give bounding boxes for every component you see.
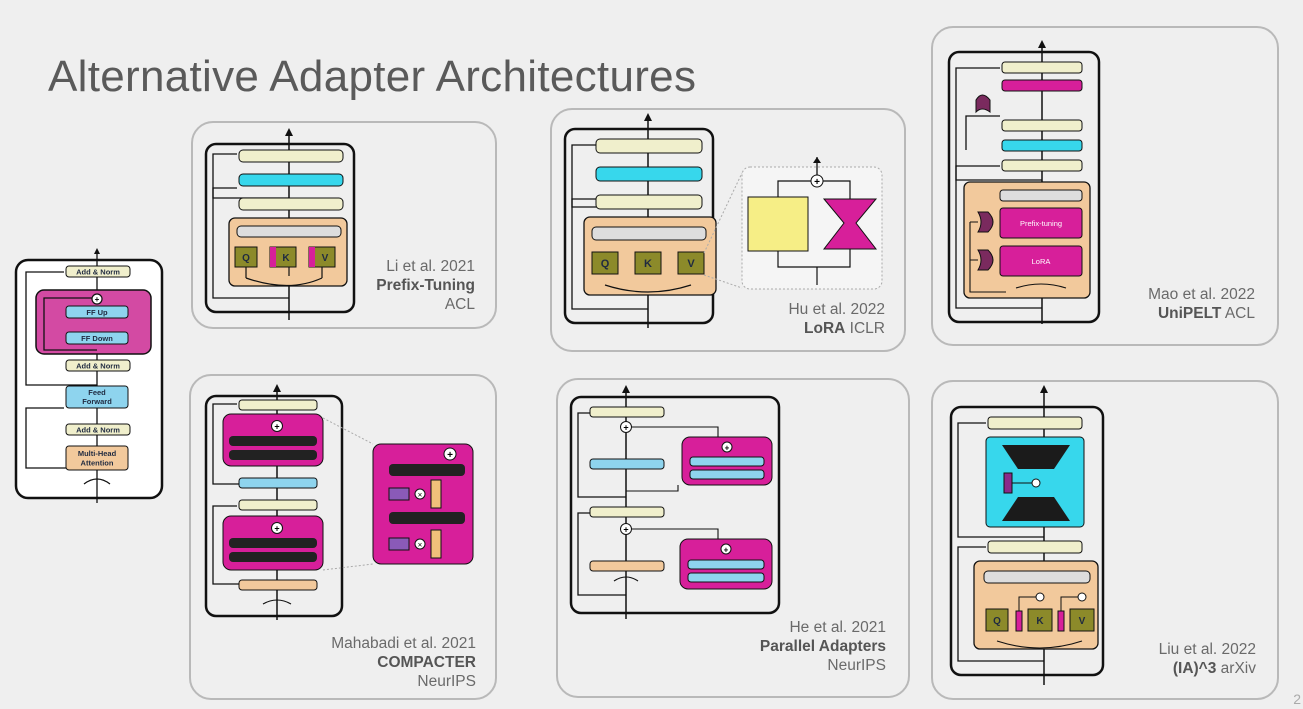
prefix-author: Li et al. 2021 [386,258,475,275]
unipelt-author: Mao et al. 2022 [1148,286,1255,303]
ff-up-label: FF Up [86,308,108,317]
parallel-method: Parallel Adapters [759,638,886,655]
ia3-v-label: V [1079,616,1086,627]
lora-venue: ICLR [849,320,885,337]
ia3-method: (IA)^3 [1172,660,1217,677]
svg-text:+: + [447,450,453,461]
svg-text:×: × [418,541,423,550]
mha-box [65,445,129,471]
ia3-diagram: Q K V [949,385,1105,685]
svg-text:+: + [623,525,628,535]
caption-ia3: Liu et al. 2022 (IA)^3 arXiv [1100,640,1256,678]
svg-text:+: + [725,444,730,453]
prefix-tuning-diagram: Q K V [204,128,356,320]
parallel-author: He et al. 2021 [789,619,886,636]
svg-text:+: + [814,177,820,188]
page-number: 2 [1293,691,1301,707]
prefix-v-label: V [322,253,329,264]
lora-author: Hu et al. 2022 [788,301,885,318]
svg-text:+: + [274,422,279,432]
svg-text:+: + [95,295,100,304]
unipelt-lora-label: LoRA [1032,257,1051,266]
add-norm-top-box [65,265,131,278]
compacter-method: COMPACTER [377,654,476,671]
ia3-q-label: Q [993,616,1001,627]
lora-diagram: Q K V + [563,113,883,328]
prefix-q-label: Q [242,253,250,264]
unipelt-method: UniPELT [1157,305,1222,322]
lora-k-label: K [644,258,652,270]
unipelt-venue: ACL [1224,305,1255,322]
ia3-venue: arXiv [1220,660,1256,677]
add-norm-mid-label: Add & Norm [76,362,120,371]
svg-text:+: + [623,423,628,433]
lora-method: LoRA [804,320,846,337]
svg-text:+: + [274,524,279,534]
svg-text:+: + [724,546,729,555]
ff-down-box [65,331,129,345]
feed-forward-label-1: Feed [88,388,106,397]
slide-title: Alternative Adapter Architectures [48,52,697,101]
add-norm-mid-box [65,359,131,372]
ia3-author: Liu et al. 2022 [1158,641,1256,658]
caption-parallel-adapters: He et al. 2021 Parallel Adapters NeurIPS [725,618,886,675]
caption-lora: Hu et al. 2022 LoRA ICLR [720,300,885,338]
feed-forward-box [65,385,129,409]
prefix-method: Prefix-Tuning [376,277,475,294]
compacter-diagram: + + + × × [204,384,474,620]
ia3-k-label: K [1036,616,1044,627]
mha-label-1: Multi-Head [78,449,117,458]
ff-up-box [65,305,129,319]
unipelt-diagram: Prefix-tuning LoRA [947,40,1101,324]
base-transformer-diagram: + Add & Norm FF Up FF Down Add & Norm Fe… [14,248,164,503]
svg-text:×: × [418,491,423,500]
unipelt-prefix-label: Prefix-tuning [1020,219,1062,228]
caption-prefix-tuning: Li et al. 2021 Prefix-Tuning ACL [330,257,475,314]
lora-q-label: Q [601,258,610,270]
caption-unipelt: Mao et al. 2022 UniPELT ACL [1100,285,1255,323]
add-norm-top-label: Add & Norm [76,268,120,277]
feed-forward-label-2: Forward [82,397,112,406]
caption-compacter: Mahabadi et al. 2021 COMPACTER NeurIPS [290,634,476,691]
compacter-author: Mahabadi et al. 2021 [331,635,476,652]
prefix-venue: ACL [444,296,475,313]
mha-label-2: Attention [81,459,114,468]
add-norm-bottom-label: Add & Norm [76,426,120,435]
parallel-adapters-diagram: + + + + [569,385,781,619]
card-parallel-adapters [556,378,910,698]
lora-v-label: V [687,258,695,270]
prefix-k-label: K [282,253,290,264]
add-norm-bottom-box [65,423,131,436]
compacter-venue: NeurIPS [417,673,476,690]
ff-down-label: FF Down [81,334,113,343]
parallel-venue: NeurIPS [827,657,886,674]
